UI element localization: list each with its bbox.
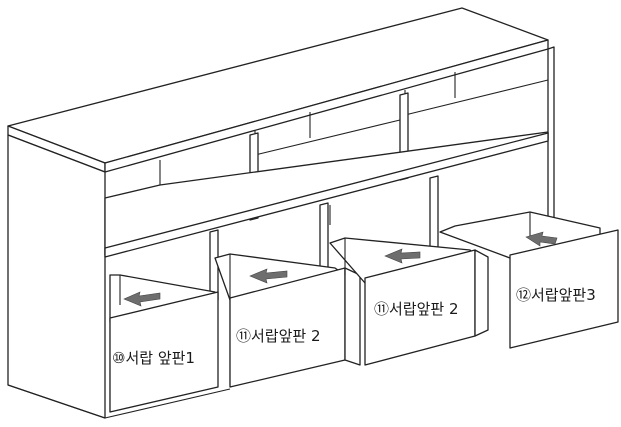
cabinet-top-panel (7, 7, 549, 164)
drawer-front-label-3: ⑫서랍앞판3 (516, 286, 596, 304)
drawer-3: ⑪서랍앞판 2 (329, 237, 489, 366)
drawer-front-label-2b: ⑪서랍앞판 2 (374, 300, 459, 318)
drawer-side-3 (474, 249, 489, 337)
drawer-side-2 (344, 267, 361, 366)
drawer-front-panel-4 (509, 229, 619, 349)
insert-arrow-icon (249, 268, 288, 284)
insert-arrow-icon (525, 231, 558, 247)
drawer-4: ⑫서랍앞판3 (439, 211, 619, 349)
insert-arrow-icon (384, 248, 421, 264)
drawer-1: ⑩서랍 앞판1 (109, 274, 219, 413)
drawer-front-panel-1 (109, 291, 219, 413)
cabinet-bottom-edge (7, 384, 231, 419)
drawer-2: ⑪서랍앞판 2 (214, 253, 361, 388)
middle-shelf-front (104, 132, 549, 258)
drawer-front-label-2a: ⑪서랍앞판 2 (236, 327, 321, 345)
insert-arrow-icon (123, 291, 161, 307)
cabinet-left-side-panel (7, 134, 106, 419)
drawer-front-label-1: ⑩서랍 앞판1 (112, 349, 195, 367)
